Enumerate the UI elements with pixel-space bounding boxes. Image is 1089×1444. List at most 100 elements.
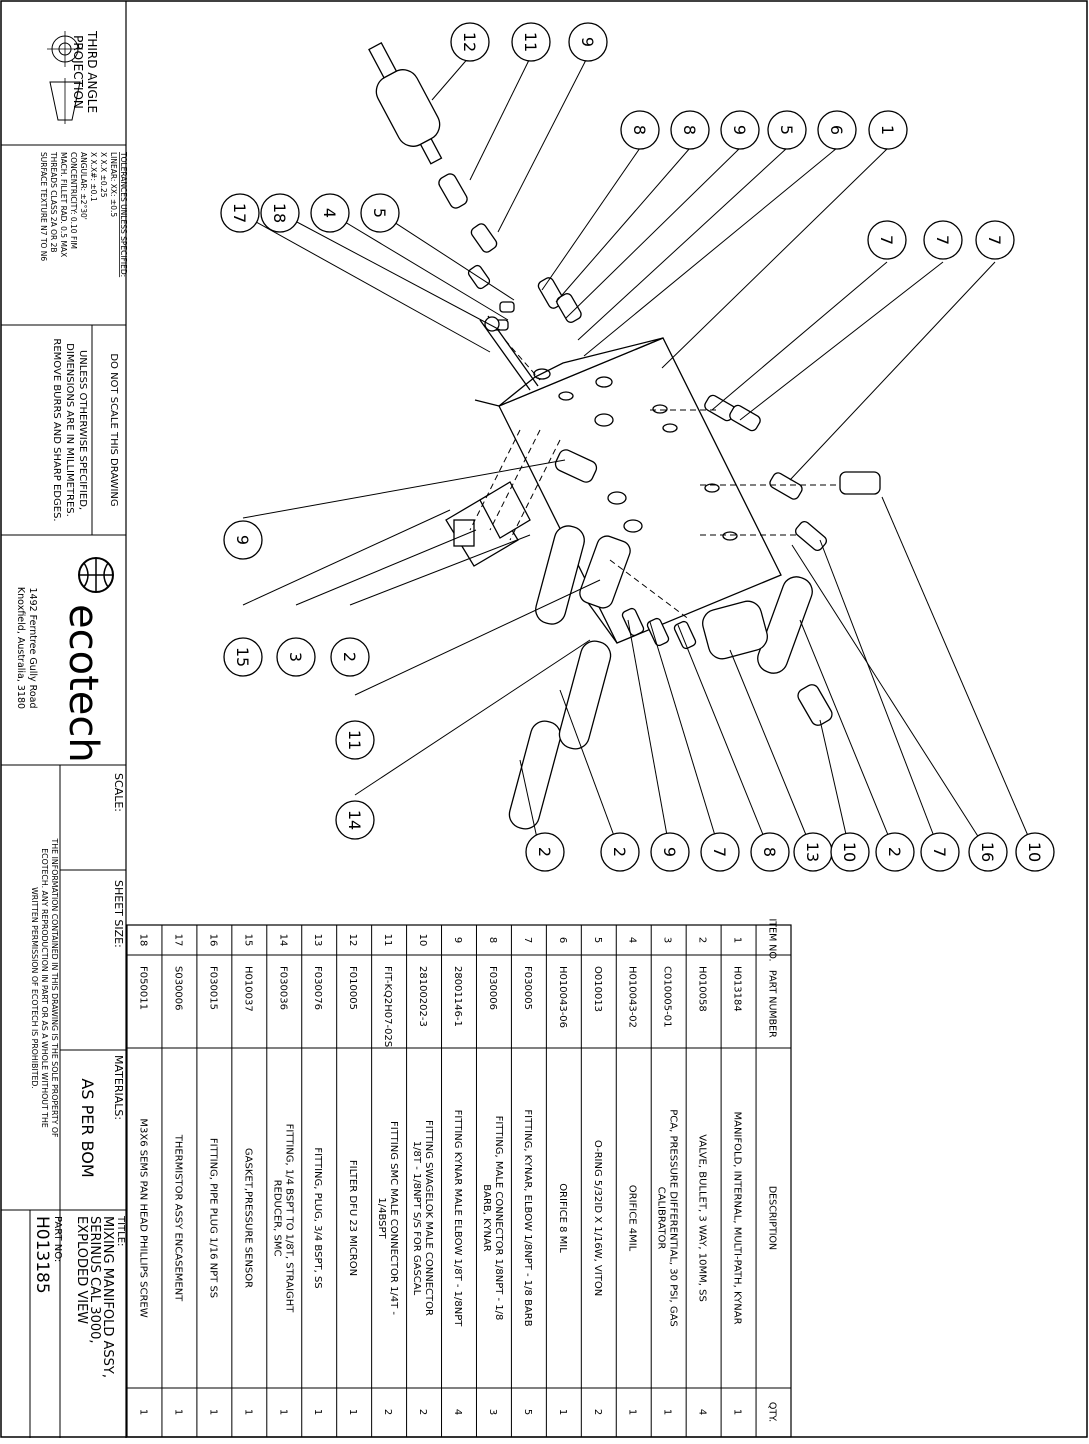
- bom-qty: 1: [137, 1409, 148, 1415]
- bom-item-no: 9: [452, 937, 463, 943]
- bom-item-no: 15: [242, 934, 253, 947]
- balloon: 8: [620, 110, 660, 150]
- general-note-line: DIMENSIONS ARE IN MILLIMETRES.: [64, 343, 75, 517]
- title-strip: THIRD ANGLE PROJECTION TOLERANCES UNLESS…: [1, 1, 128, 1438]
- title-line: SERINUS CAL 3000,: [87, 1216, 102, 1344]
- bom-item-no: 4: [627, 937, 638, 943]
- bom-qty: 1: [277, 1409, 288, 1415]
- bullet-valves: [508, 525, 813, 830]
- balloon-number: 9: [660, 847, 679, 857]
- balloon-number: 8: [760, 847, 779, 857]
- bom-description: REDUCER, SMC: [271, 1180, 282, 1257]
- tolerance-line: X X.X ±0.25: [99, 152, 108, 198]
- balloon: 7: [975, 220, 1015, 260]
- balloon: 7: [920, 832, 960, 872]
- balloon-number: 10: [840, 842, 859, 862]
- balloon: 12: [450, 22, 490, 62]
- balloon-number: 7: [877, 235, 896, 245]
- balloon: 5: [360, 193, 400, 233]
- balloon: 5: [767, 110, 807, 150]
- bom-item-no: 1: [732, 937, 743, 943]
- tolerance-line: THREADS CLASS 2A OR 2B: [49, 151, 58, 253]
- bom-part-number: C010005-01: [662, 966, 673, 1028]
- balloon-number: 4: [320, 208, 339, 218]
- bom-description: FILTER DFU 23 MICRON: [347, 1160, 358, 1276]
- exploded-view: [368, 42, 881, 830]
- bom-qty: 2: [417, 1409, 428, 1415]
- scale-label: SCALE:: [112, 773, 125, 812]
- part-no-label: PART NO:: [52, 1216, 63, 1262]
- bom-description: CALIBRATOR: [656, 1187, 667, 1250]
- bom-description: ORIFICE 8 MIL: [557, 1183, 568, 1253]
- balloon-number: 18: [270, 203, 289, 223]
- bom-part-number: 28100202-3: [417, 966, 428, 1027]
- tolerances-heading: TOLERANCES UNLESS SPECIFIED:: [119, 151, 128, 277]
- bom-item-no: 13: [312, 934, 323, 947]
- materials-value: AS PER BOM: [78, 1078, 97, 1177]
- bom-table: ITEM NO.PART NUMBERDESCRIPTIONQTY.1H0131…: [126, 918, 792, 1438]
- balloon: 4: [310, 193, 350, 233]
- title-line: EXPLODED VIEW: [74, 1216, 89, 1324]
- balloon-number: 9: [578, 37, 597, 47]
- balloon-number: 9: [730, 125, 749, 135]
- balloon: 8: [750, 832, 790, 872]
- balloon: 10: [830, 832, 870, 872]
- confidential-line: THE INFORMATION CONTAINED IN THIS DRAWIN…: [50, 838, 59, 1138]
- bom-qty: 2: [382, 1409, 393, 1415]
- tolerance-line: LINEAR: XX: ±0.5: [109, 152, 118, 217]
- bom-description: 1/8T - 1/8NPT S/S FOR GASCAL: [411, 1141, 422, 1296]
- balloon-number: 7: [930, 847, 949, 857]
- balloon: 1: [868, 110, 908, 150]
- balloon-number: 5: [777, 125, 796, 135]
- bom-item-no: 16: [207, 934, 218, 947]
- balloon: 11: [335, 720, 375, 760]
- bom-part-number: F050011: [137, 966, 148, 1010]
- bom-part-number: S030006: [172, 966, 183, 1011]
- bom-description: M3X6 SEMS PAN HEAD PHILLIPS SCREW: [137, 1118, 148, 1317]
- balloon-number: 2: [610, 847, 629, 857]
- thermistor-part: [479, 315, 539, 391]
- balloon: 8: [670, 110, 710, 150]
- balloon: 9: [650, 832, 690, 872]
- balloon: 7: [867, 220, 907, 260]
- do-not-scale-note: DO NOT SCALE THIS DRAWING: [108, 353, 119, 506]
- leader-lines: [239, 55, 1036, 853]
- balloon: 7: [923, 220, 963, 260]
- balloon-number: 3: [286, 652, 305, 662]
- balloon-number: 14: [345, 810, 364, 830]
- balloon-number: 1: [878, 125, 897, 135]
- sheet-size-label: SHEET SIZE:: [112, 880, 125, 948]
- tolerance-line: SURFACE TEXTURE N7 TO N6: [39, 152, 48, 261]
- projection-line-2: PROJECTION: [71, 35, 85, 109]
- balloon-number: 10: [1025, 842, 1044, 862]
- balloon-number: 15: [233, 647, 252, 667]
- bom-part-number: F030015: [207, 966, 218, 1010]
- balloon: 17: [220, 193, 260, 233]
- bom-qty: 1: [347, 1409, 358, 1415]
- balloon-number: 7: [933, 235, 952, 245]
- bom-description: VALVE, BULLET, 3 WAY, 10MM, SS: [697, 1134, 708, 1302]
- tolerance-line: ANGULAR: ±2°30': [79, 152, 88, 220]
- balloon: 6: [817, 110, 857, 150]
- confidential-line: ECOTECH. ANY REPRODUCTION IN PART OR AS …: [40, 848, 49, 1128]
- bom-part-number: F030076: [312, 966, 323, 1010]
- bom-qty: 1: [312, 1409, 323, 1415]
- bom-description: MANIFOLD, INTERNAL, MULTI-PATH, KYNAR: [732, 1111, 743, 1324]
- general-notes: UNLESS OTHERWISE SPECIFIED,DIMENSIONS AR…: [51, 338, 88, 521]
- bom-part-number: H010043-02: [627, 966, 638, 1028]
- bom-description: O-RING 5/32ID X 1/16W, VITON: [592, 1140, 603, 1296]
- projection-line-1: THIRD ANGLE: [85, 30, 99, 113]
- bom-qty: 1: [732, 1409, 743, 1415]
- materials-label: MATERIALS:: [112, 1055, 125, 1120]
- bom-qty: 1: [172, 1409, 183, 1415]
- bom-part-number: F030036: [277, 966, 288, 1010]
- bom-description: PCA, PRESSURE DIFFERENTIAL, 30 PSI, GAS: [668, 1109, 679, 1327]
- bom-description: ORIFICE 4MIL: [627, 1185, 638, 1252]
- bom-item-no: 7: [522, 937, 533, 943]
- balloon: 2: [600, 832, 640, 872]
- bom-part-number: F030006: [487, 966, 498, 1010]
- company-name: ecotech: [60, 604, 106, 763]
- bom-item-no: 10: [417, 934, 428, 947]
- balloon-number: 5: [370, 208, 389, 218]
